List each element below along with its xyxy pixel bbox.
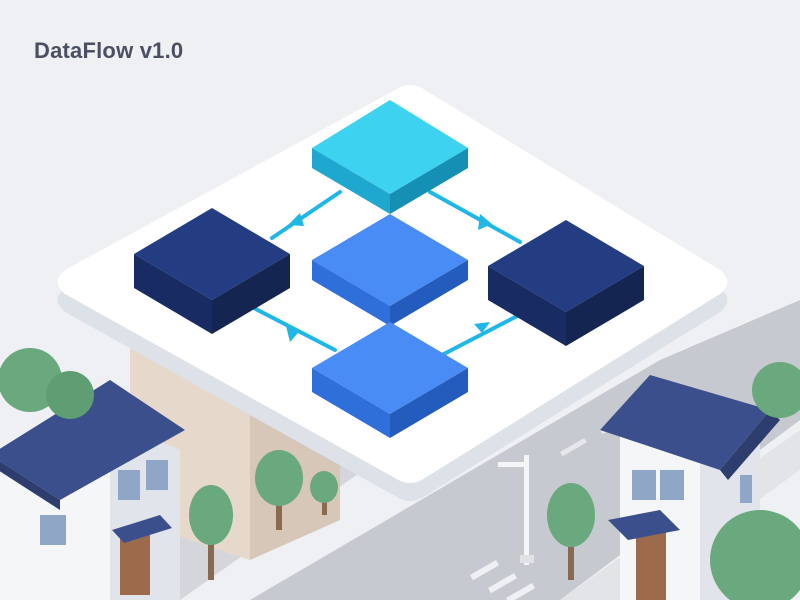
street-lamp <box>498 455 534 565</box>
house-left <box>0 348 185 600</box>
house-right <box>600 362 800 600</box>
street-trees <box>189 450 595 580</box>
node-center[interactable] <box>312 214 468 326</box>
arrow-icon <box>428 190 522 244</box>
crosswalk <box>470 560 535 600</box>
arrow-icon <box>248 304 337 352</box>
arrow-icon <box>474 322 490 333</box>
arrow-icon <box>478 214 492 230</box>
connectors <box>248 190 527 358</box>
node-right[interactable] <box>488 220 644 346</box>
node-bottom[interactable] <box>312 322 468 438</box>
arrow-icon <box>270 190 342 240</box>
connector-arrowheads <box>286 213 492 342</box>
node-left[interactable] <box>134 208 290 334</box>
app-title: DataFlow v1.0 <box>34 38 184 63</box>
node-top[interactable] <box>312 100 468 214</box>
arrow-icon <box>288 213 304 226</box>
arrow-icon <box>286 326 298 342</box>
arrow-icon <box>438 310 527 358</box>
